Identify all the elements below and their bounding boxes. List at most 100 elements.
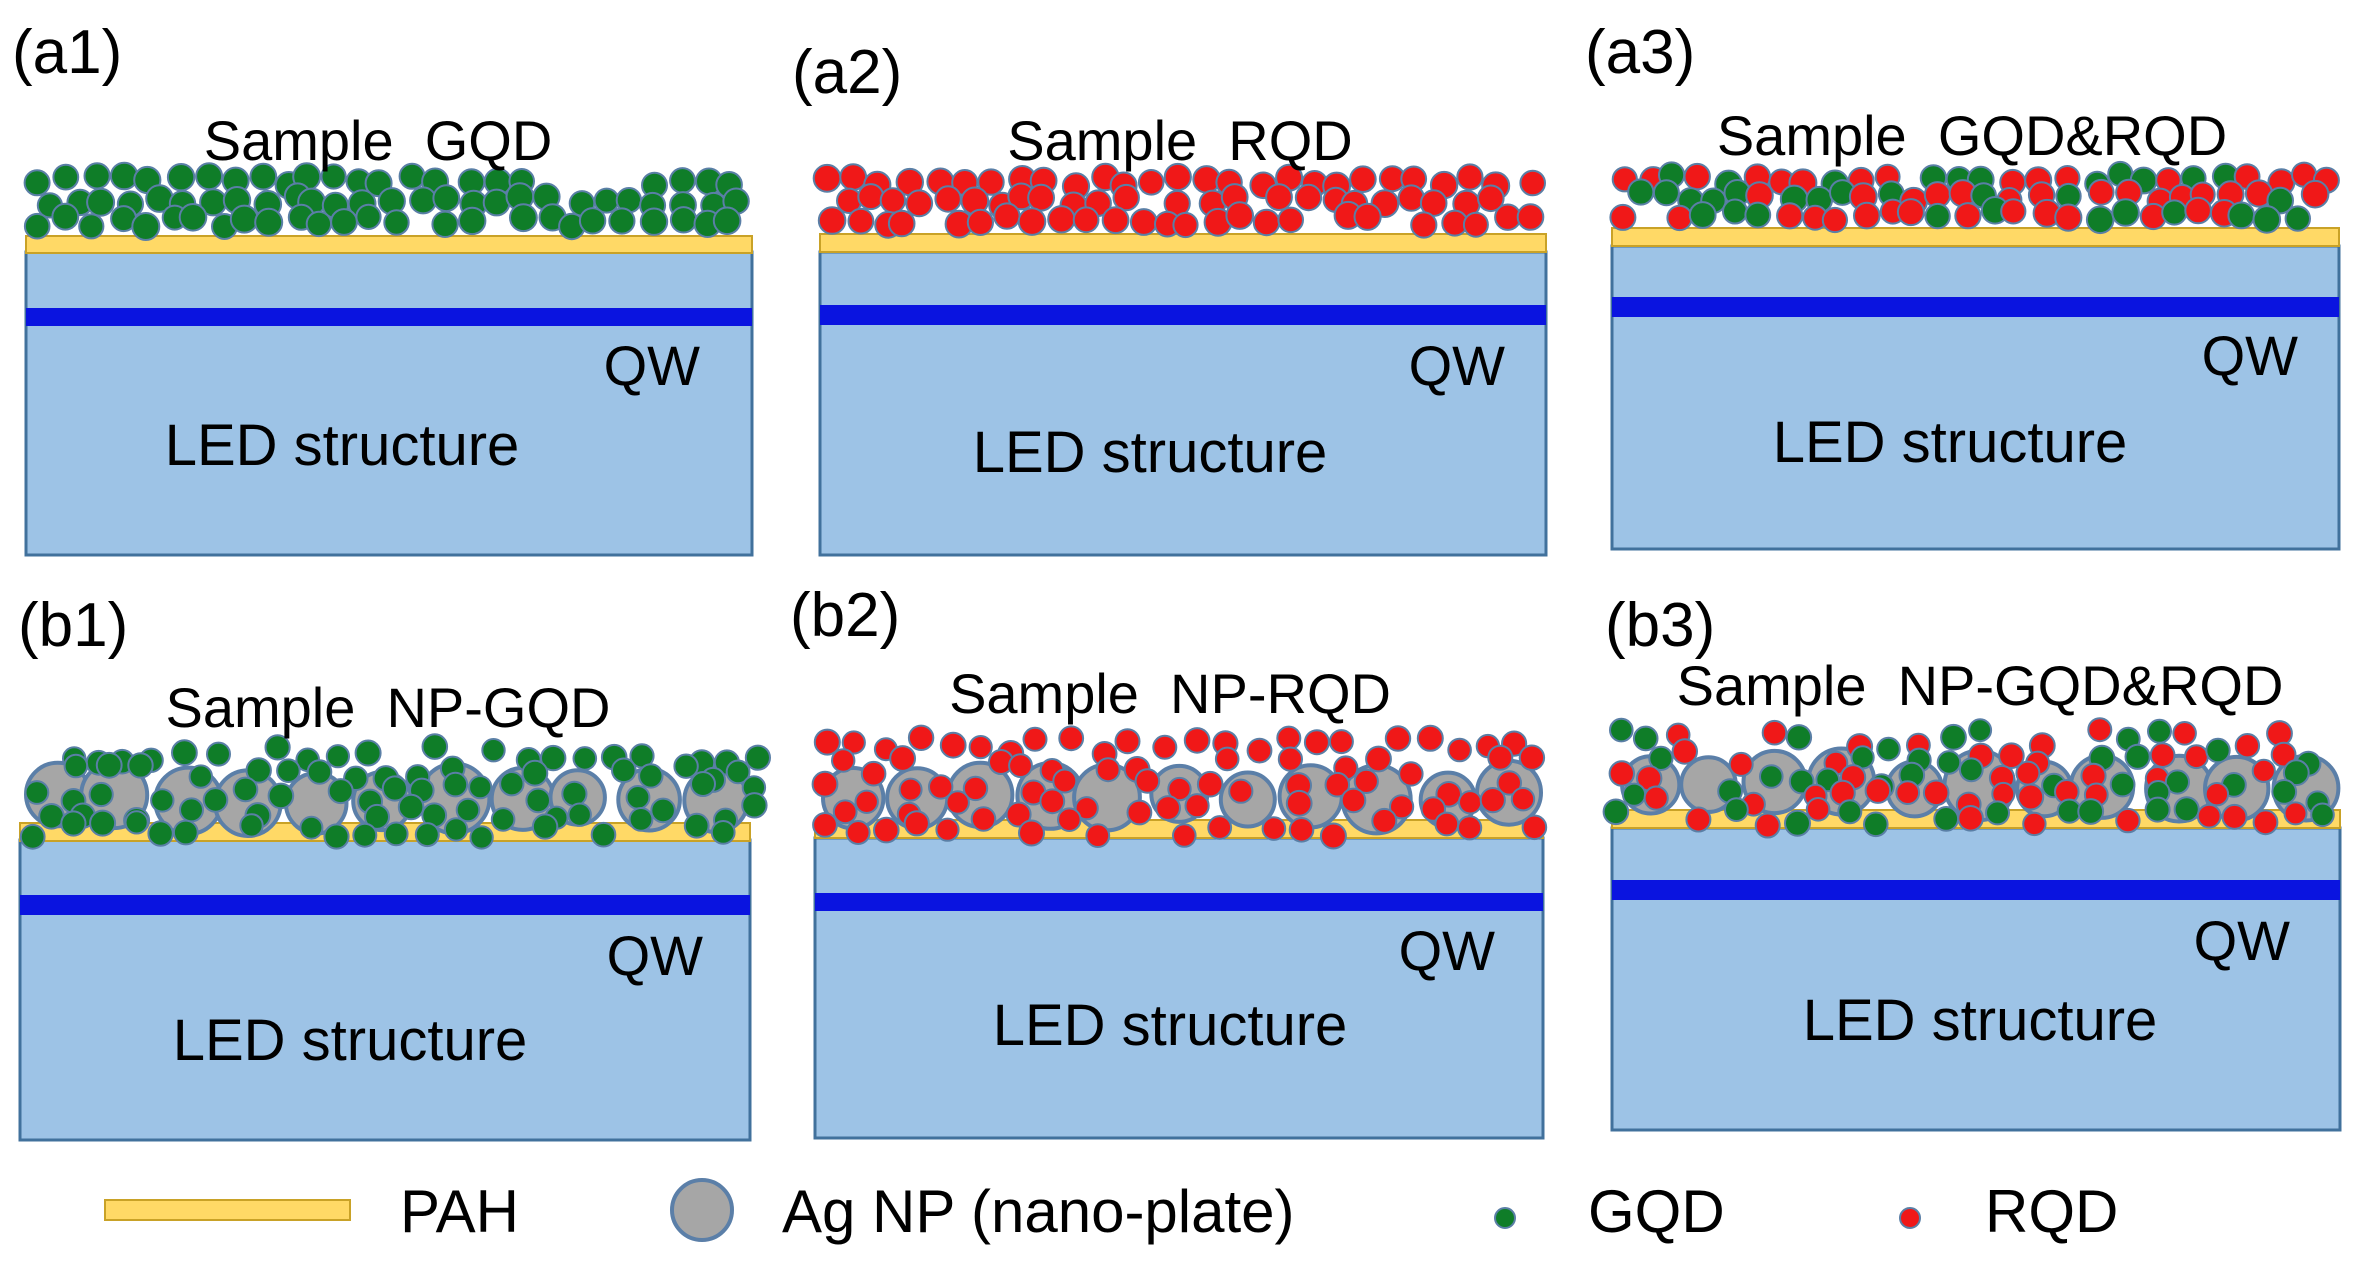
gqd-dot <box>2077 798 2105 825</box>
pah-layer-a1 <box>25 235 753 254</box>
gqd-dot <box>590 821 617 848</box>
gqd-dot <box>1632 725 1659 752</box>
led-structure-b1 <box>18 838 752 1142</box>
rqd-dot <box>1072 206 1100 234</box>
gqd-dot <box>150 788 175 813</box>
qd-layer-b1 <box>19 733 772 850</box>
gqd-dot <box>1724 797 1749 822</box>
gqd-dot <box>2124 743 2151 770</box>
rqd-dot <box>1922 779 1950 807</box>
gqd-dot <box>239 813 264 838</box>
rqd-dot <box>873 816 900 844</box>
rqd-dot <box>1155 795 1181 821</box>
rqd-dot <box>887 209 916 238</box>
rqd-dot <box>1085 823 1111 848</box>
gqd-dot <box>1688 201 1717 229</box>
rqd-dot <box>1457 815 1483 841</box>
qd-layer-a1 <box>23 161 750 241</box>
gqd-dot <box>95 751 123 779</box>
rqd-dot <box>812 812 838 838</box>
gqd-dot <box>381 775 408 802</box>
rqd-dot <box>2017 783 2045 811</box>
qw-label-a2: QW <box>1409 334 1506 397</box>
gqd-dot <box>525 787 552 814</box>
rqd-dot <box>1196 770 1224 798</box>
gqd-dot <box>531 813 559 840</box>
gqd-dot <box>499 771 525 797</box>
gqd-dot <box>355 203 382 230</box>
gqd-dot <box>147 820 174 847</box>
rqd-dot <box>1184 793 1210 819</box>
gqd-dot <box>320 163 347 190</box>
gqd-dot <box>1863 811 1889 838</box>
sample-title-b1: Sample NP-GQD <box>166 676 611 739</box>
rqd-dot <box>813 728 841 756</box>
gqd-dot <box>23 212 51 240</box>
gqd-dot <box>673 753 699 779</box>
rqd-dot <box>1114 728 1141 755</box>
rqd-dot <box>1052 768 1078 794</box>
gqd-dot <box>131 212 161 241</box>
gqd-dot <box>611 757 637 784</box>
rqd-dot <box>1761 719 1788 746</box>
rqd-dot <box>1058 725 1085 752</box>
rqd-dot <box>1754 812 1781 839</box>
rqd-dot <box>928 774 954 800</box>
qd-layer-a3 <box>1609 160 2340 235</box>
rqd-dot <box>1398 761 1424 787</box>
led-structure-b2 <box>813 836 1545 1140</box>
rqd-dot <box>2000 198 2027 225</box>
rqd-dot <box>939 731 967 759</box>
gqd-dot <box>89 809 117 837</box>
rqd-dot <box>945 790 970 815</box>
rqd-dot <box>1609 203 1637 231</box>
rqd-dot <box>1384 725 1412 752</box>
rqd-dot <box>1805 797 1831 822</box>
gqd-dot <box>364 803 390 830</box>
rqd-dot <box>898 777 923 802</box>
rqd-dot <box>1954 202 1982 230</box>
rqd-dot <box>2300 179 2330 209</box>
gqd-dot <box>352 822 378 848</box>
rqd-dot <box>1643 785 1669 811</box>
rqd-dot <box>1126 799 1153 826</box>
rqd-dot <box>2015 760 2041 786</box>
gqd-dot <box>23 169 51 197</box>
rqd-dot <box>1510 787 1536 812</box>
rqd-dot <box>1039 788 1066 815</box>
rqd-dot <box>1496 770 1523 796</box>
qw-label-a1: QW <box>604 334 701 397</box>
rqd-dot <box>1277 206 1304 234</box>
gqd-dot <box>509 203 538 233</box>
rqd-dot <box>1008 753 1033 778</box>
gqd-dot <box>578 207 607 235</box>
rqd-dot <box>1353 202 1382 231</box>
led-structure-a3 <box>1610 244 2341 551</box>
rqd-dot <box>1462 211 1489 238</box>
gqd-dot <box>249 162 278 191</box>
gqd-dot <box>443 817 469 842</box>
rqd-dot <box>832 799 858 825</box>
gqd-dot <box>1648 745 1674 772</box>
sample-title-b2: Sample NP-RQD <box>949 662 1391 725</box>
rqd-dot <box>2204 782 2230 807</box>
legend-pah-swatch <box>104 1199 351 1221</box>
rqd-dot <box>1895 780 1921 805</box>
rqd-dot <box>1864 777 1892 804</box>
gqd-dot <box>1968 718 1993 743</box>
gqd-dot <box>2284 205 2312 232</box>
panel-label-a3: (a3) <box>1585 18 1696 87</box>
gqd-dot <box>2164 769 2190 795</box>
rqd-dot <box>1516 203 1545 231</box>
gqd-dot <box>51 202 80 231</box>
rqd-dot <box>2251 758 2276 784</box>
led-structure-label-b3: LED structure <box>1803 988 2158 1053</box>
rqd-dot <box>1479 787 1506 814</box>
led-structure-b3 <box>1610 826 2342 1132</box>
rqd-dot <box>1487 744 1514 771</box>
gqd-dot <box>1785 724 1813 751</box>
rqd-dot <box>1018 819 1045 847</box>
